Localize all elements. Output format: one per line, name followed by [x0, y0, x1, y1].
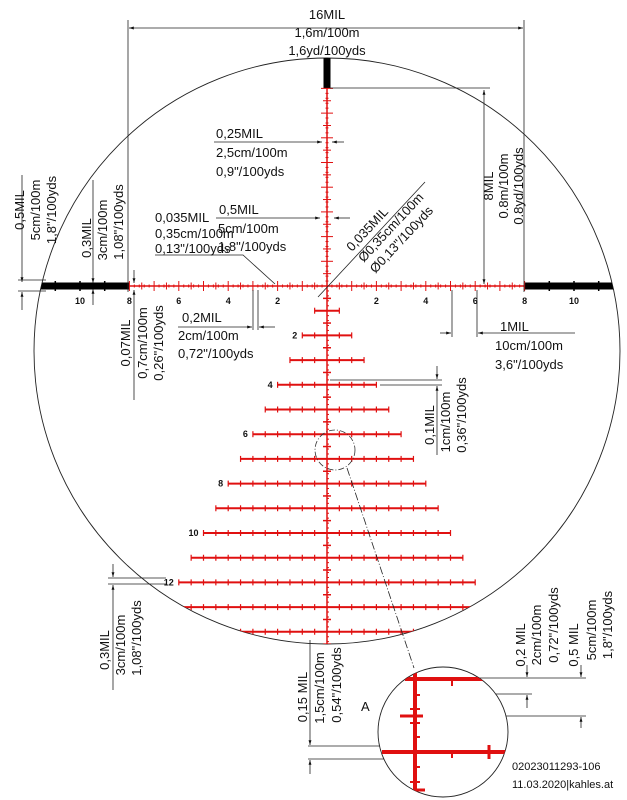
dim-post-tick-imperial: 1,08"/100yds — [111, 184, 126, 260]
dim-mil-spacing-metric: 10cm/100m — [495, 338, 563, 353]
horizontal-mil-label: 2 — [275, 296, 280, 306]
dim-thin-post-imperial: 0,9"/100yds — [216, 164, 285, 179]
horizontal-mil-label: 4 — [423, 296, 428, 306]
horizontal-mil-label: 6 — [473, 296, 478, 306]
horizontal-mil-label: 2 — [374, 296, 379, 306]
dim-detail-small-imperial: 0,72"/100yds — [546, 587, 561, 663]
dim-top-gap-mil: 8MIL — [481, 172, 496, 201]
dim-width-imperial: 1,6yd/100yds — [288, 43, 366, 58]
dim-row12-tick-metric: 3cm/100m — [113, 615, 128, 676]
dim-detail-thick-imperial: 0,54"/100yds — [329, 647, 344, 723]
dim-post-tick-mil: 0,3MIL — [79, 218, 94, 258]
vertical-mil-label: 8 — [218, 479, 223, 489]
dim-post-height-metric: 5cm/100m — [28, 180, 43, 241]
dim-row-tick-mil: 0,1MIL — [422, 405, 437, 445]
dim-thick-tick-imperial: 1,8"/100yds — [218, 239, 287, 254]
dim-tick-height-mil: 0,07MIL — [118, 320, 133, 367]
dim-thick-tick-mil: 0,5MIL — [219, 202, 259, 217]
dim-thin-post-metric: 2,5cm/100m — [216, 145, 288, 160]
reticle-numbers: 10 8 6 4 2 2 4 6 8 10 2 4 6 8 10 12 — [75, 296, 579, 587]
dim-tick-height-imperial: 0,26"/100yds — [151, 305, 166, 381]
dim-tick-height-metric: 0,7cm/100m — [135, 307, 150, 379]
dim-top-gap-metric: 0.8m/100m — [496, 153, 511, 218]
horizontal-mil-label: 4 — [226, 296, 231, 306]
detail-marker-circle — [314, 429, 356, 471]
vertical-mil-label: 12 — [164, 577, 174, 587]
dim-mil-spacing-mil: 1MIL — [500, 319, 529, 334]
dim-small-spacing-mil: 0,2MIL — [182, 310, 222, 325]
dim-line-width-metric: 0,35cm/100m — [155, 226, 234, 241]
horizontal-mil-label: 8 — [522, 296, 527, 306]
drawing-date-site: 11.03.2020|kahles.at — [512, 779, 613, 791]
dim-detail-small-mil: 0,2 MIL — [513, 623, 528, 666]
dim-post-height-mil: 0,5MIL — [12, 190, 27, 230]
horizontal-mil-label: 10 — [569, 296, 579, 306]
vertical-mil-label: 4 — [268, 380, 273, 390]
dim-width-metric: 1,6m/100m — [294, 25, 359, 40]
dim-small-spacing-imperial: 0,72"/100yds — [178, 346, 254, 361]
annotations: 16MIL 1,6m/100m 1,6yd/100yds 0,25MIL 2,5… — [12, 7, 615, 791]
dim-row-tick-metric: 1cm/100m — [438, 392, 453, 453]
dim-detail-half-imperial: 1,8"/100yds — [600, 590, 615, 659]
dim-top-gap-imperial: 0.8yd/100yds — [511, 147, 526, 225]
detail-circle — [377, 666, 509, 798]
dim-row12-tick-mil: 0,3MIL — [97, 630, 112, 670]
horizontal-mil-label: 6 — [176, 296, 181, 306]
dim-mil-spacing-imperial: 3,6"/100yds — [495, 357, 564, 372]
dimension-lines — [18, 20, 586, 774]
vertical-mil-label: 6 — [243, 429, 248, 439]
vertical-mil-label: 2 — [292, 330, 297, 340]
drawing-code: 02023011293-106 — [512, 761, 601, 773]
dim-detail-thick-mil: 0,15 MIL — [295, 672, 310, 723]
dim-thin-post-mil: 0,25MIL — [216, 126, 263, 141]
dim-post-height-imperial: 1,8"/100yds — [44, 175, 59, 244]
dim-detail-half-metric: 5cm/100m — [584, 600, 599, 661]
dim-post-tick-metric: 3cm/100m — [95, 200, 110, 261]
horizontal-mil-label: 10 — [75, 296, 85, 306]
vertical-mil-label: 10 — [188, 528, 198, 538]
dim-width-mil: 16MIL — [309, 7, 345, 22]
dim-small-spacing-metric: 2cm/100m — [178, 328, 239, 343]
dim-line-width-mil: 0,035MIL — [155, 210, 209, 225]
dim-row-tick-imperial: 0,36"/100yds — [454, 377, 469, 453]
dim-detail-thick-metric: 1,5cm/100m — [312, 652, 327, 724]
detail-label: A — [361, 699, 370, 714]
dim-detail-small-metric: 2cm/100m — [529, 605, 544, 666]
dim-line-width-imperial: 0,13"/100yds — [155, 241, 231, 256]
horizontal-mil-label: 8 — [127, 296, 132, 306]
dim-thick-tick-metric: 5cm/100m — [218, 221, 279, 236]
dim-row12-tick-imperial: 1,08"/100yds — [129, 600, 144, 676]
dim-detail-half-mil: 0,5 MIL — [566, 623, 581, 666]
